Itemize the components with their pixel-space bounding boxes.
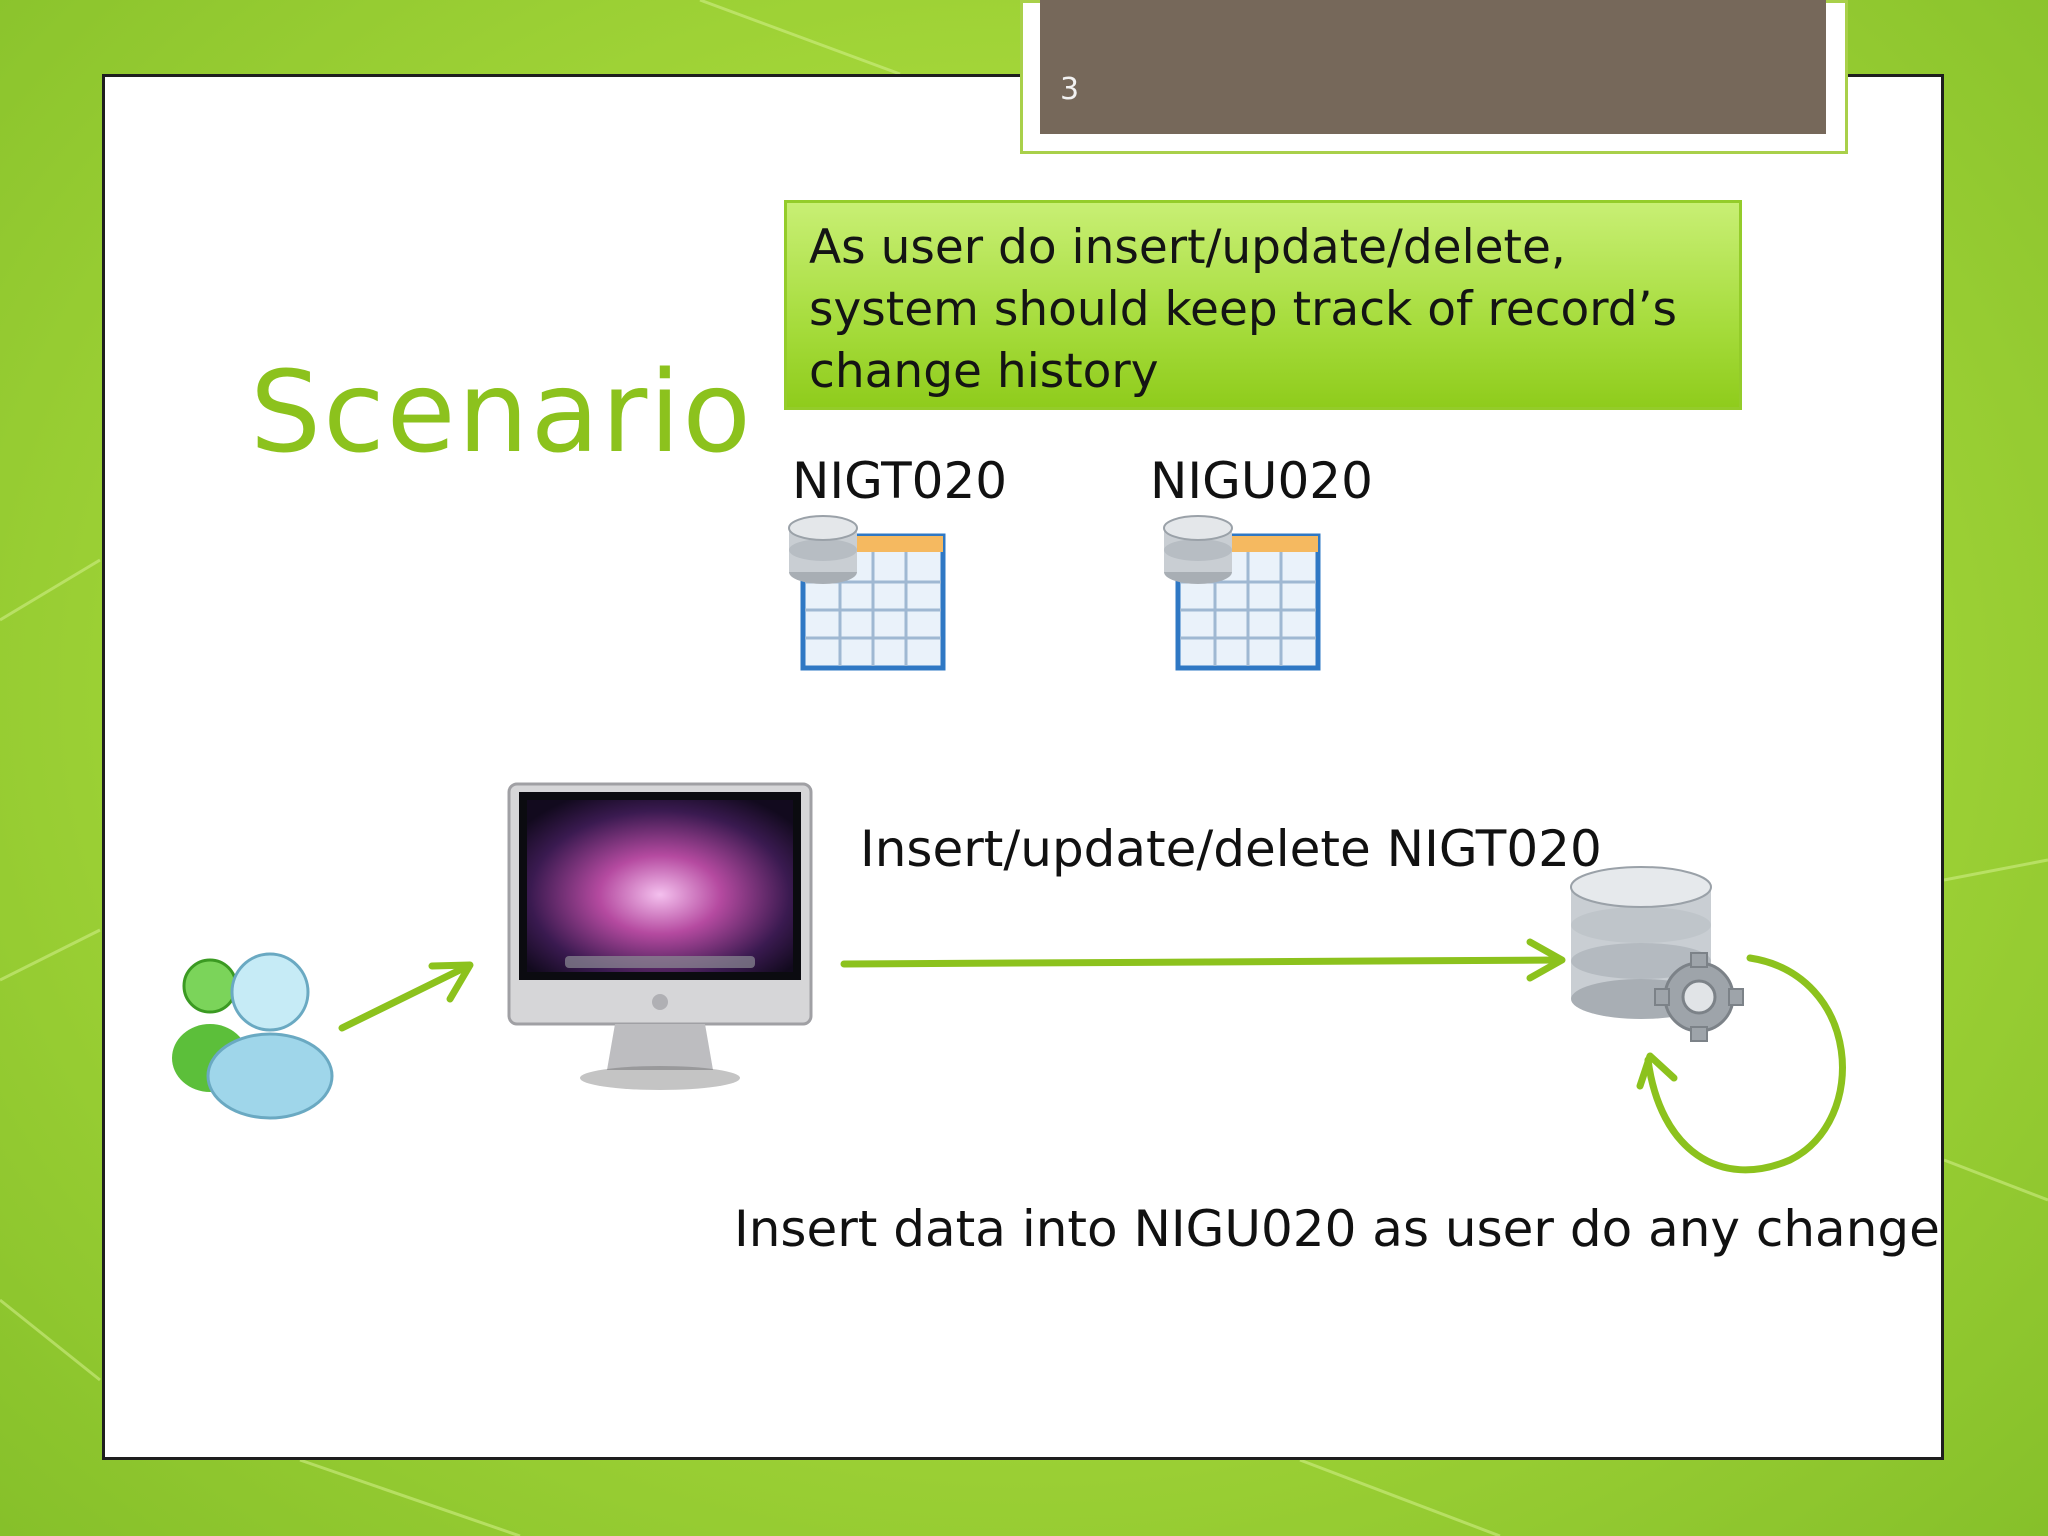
database-table-icon: [788, 515, 946, 671]
loop-label: Insert data into NIGU020 as user do any …: [734, 1200, 1940, 1258]
slide-title: Scenario: [250, 348, 753, 478]
slide-number-tab: [1040, 0, 1826, 134]
database-gear-icon: [1570, 866, 1744, 1042]
computer-monitor-icon: [507, 782, 813, 1090]
slide-number: 3: [1060, 72, 1080, 107]
table-label-nigu020: NIGU020: [1150, 452, 1373, 510]
users-icon: [172, 952, 334, 1120]
callout-box: As user do insert/update/delete, system …: [784, 200, 1742, 410]
database-table-icon: [1163, 515, 1321, 671]
arrow-label: Insert/update/delete NIGT020: [860, 820, 1602, 878]
callout-text: As user do insert/update/delete, system …: [809, 220, 1678, 399]
table-label-nigt020: NIGT020: [792, 452, 1008, 510]
